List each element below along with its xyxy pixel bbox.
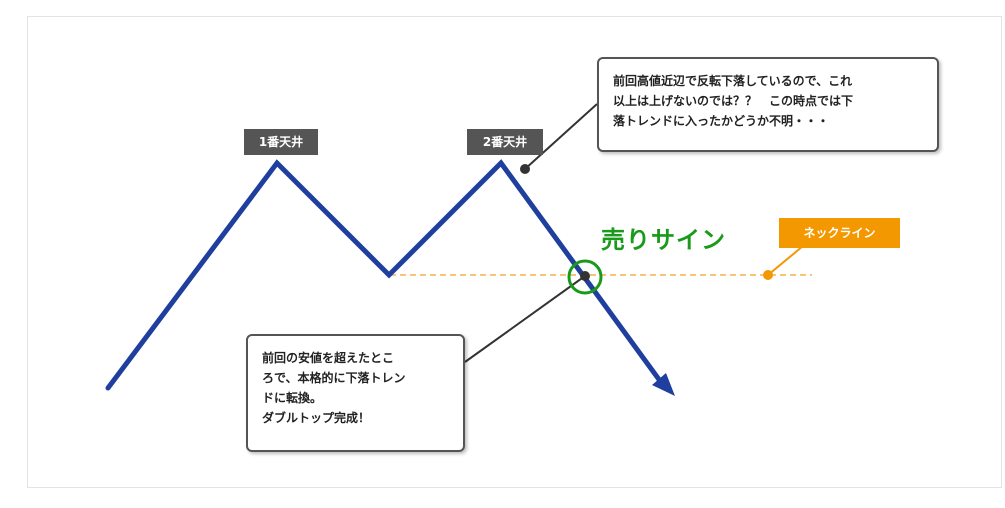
sell-signal-label: 売りサイン <box>601 226 726 254</box>
top-callout-pointer-dot <box>520 164 530 174</box>
bottom-callout-pointer <box>464 275 586 363</box>
price-path <box>105 159 666 391</box>
neckline-dot <box>763 270 773 280</box>
second-peak-label: 2番天井 <box>467 129 543 155</box>
first-peak-label: 1番天井 <box>244 129 318 155</box>
top-callout-pointer <box>524 103 598 170</box>
top-callout: 前回高値近辺で反転下落しているので、これ 以上は上げないのでは？？ この時点では… <box>597 57 939 152</box>
arrow-head-icon <box>652 373 675 396</box>
bottom-callout: 前回の安値を超えたとこ ろで、本格的に下落トレン ドに転換。 ダブルトップ完成！ <box>246 334 465 452</box>
neckline-pointer <box>767 245 804 276</box>
sell-signal-circle <box>567 259 603 295</box>
sell-signal-pointer-dot <box>580 271 590 281</box>
neckline-label: ネックライン <box>779 218 900 248</box>
